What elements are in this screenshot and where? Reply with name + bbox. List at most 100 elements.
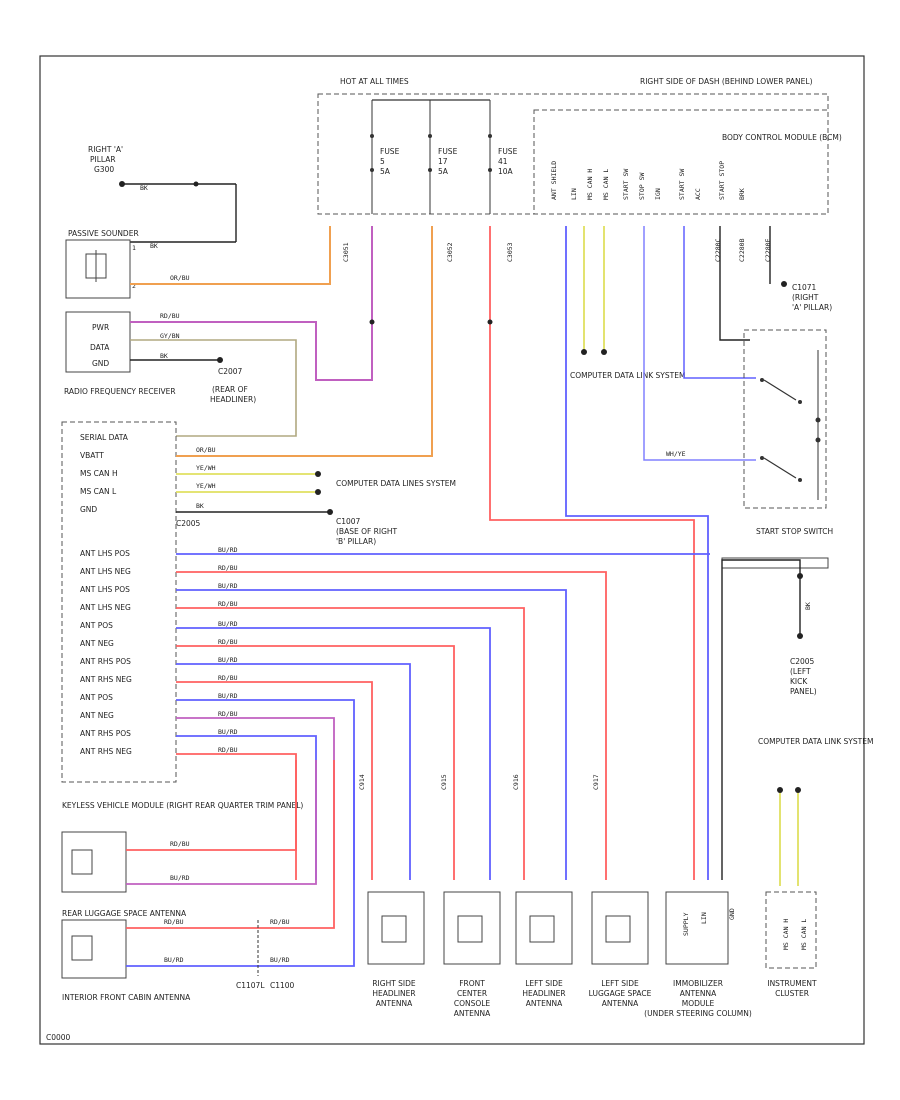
svg-text:FUSE: FUSE <box>380 147 400 156</box>
fusebox-connector-3: C3053 <box>506 242 514 262</box>
svg-text:2: 2 <box>132 282 136 290</box>
svg-text:FUSE: FUSE <box>498 147 518 156</box>
svg-text:5A: 5A <box>380 167 391 176</box>
svg-text:ANT POS: ANT POS <box>80 693 113 702</box>
svg-text:MS CAN L: MS CAN L <box>80 487 117 496</box>
svg-text:ANT RHS NEG: ANT RHS NEG <box>80 747 132 756</box>
svg-text:RADIO FREQUENCY RECEIVER: RADIO FREQUENCY RECEIVER <box>64 387 176 396</box>
svg-text:'A' PILLAR): 'A' PILLAR) <box>792 303 832 312</box>
antenna-connector-labels: C914 C915 C916 C917 <box>358 774 600 790</box>
wire-orange-kvm-vbatt <box>176 226 433 457</box>
c2005-label: C2005 <box>790 657 815 666</box>
fuse-41: FUSE 41 10A <box>488 100 518 214</box>
svg-text:IGN: IGN <box>654 188 662 200</box>
svg-text:RD/BU: RD/BU <box>218 674 238 682</box>
bcm-connector-2: C2280B <box>738 238 746 262</box>
bcm-connector-3: C2280E <box>764 238 772 262</box>
diagram-frame <box>39 55 865 1045</box>
svg-text:GY/BN: GY/BN <box>160 332 180 340</box>
svg-text:HEADLINER: HEADLINER <box>522 989 565 998</box>
svg-text:ANTENNA: ANTENNA <box>602 999 639 1008</box>
svg-text:ANT LHS POS: ANT LHS POS <box>80 549 130 558</box>
wire-blue-bcm-lin <box>565 226 709 880</box>
svg-text:BU/RD: BU/RD <box>164 956 184 964</box>
rear-quarter-antenna: RD/BU BU/RD <box>61 760 317 893</box>
svg-text:FUSE: FUSE <box>438 147 458 156</box>
svg-text:RIGHT 'A': RIGHT 'A' <box>88 145 123 154</box>
svg-text:START SW: START SW <box>678 169 686 200</box>
svg-text:ANTENNA: ANTENNA <box>376 999 413 1008</box>
svg-text:SERIAL DATA: SERIAL DATA <box>80 433 129 442</box>
wire-black-c2005 <box>721 559 801 880</box>
fusebox-connector-1: C3051 <box>342 242 350 262</box>
fusebox-title: HOT AT ALL TIMES <box>340 77 409 86</box>
svg-text:C916: C916 <box>512 774 520 790</box>
svg-text:ANT RHS POS: ANT RHS POS <box>80 729 131 738</box>
svg-text:MS CAN H: MS CAN H <box>586 169 594 200</box>
antenna-left-side-headliner: LEFT SIDE HEADLINER ANTENNA <box>515 891 573 1008</box>
wire-blue-stopsw <box>683 226 756 379</box>
svg-text:ANT POS: ANT POS <box>80 621 113 630</box>
kvm-pin-labels: SERIAL DATA VBATT MS CAN H MS CAN L GND … <box>80 433 201 756</box>
svg-text:COMPUTER DATA LINES SYSTEM: COMPUTER DATA LINES SYSTEM <box>336 479 456 488</box>
svg-text:MS CAN H: MS CAN H <box>80 469 118 478</box>
svg-text:LEFT SIDE: LEFT SIDE <box>525 979 563 988</box>
svg-text:GND: GND <box>80 505 97 514</box>
svg-text:GND: GND <box>92 359 109 368</box>
bcm-pin-labels: ANT SHIELD LIN MS CAN H MS CAN L START S… <box>550 161 746 200</box>
bcm-connector-1: C2280C <box>714 238 722 262</box>
svg-text:ANT RHS NEG: ANT RHS NEG <box>80 675 132 684</box>
fuse-5: FUSE 5 5A <box>370 100 400 214</box>
front-cabin-antenna: RD/BU BU/RD RD/BU BU/RD <box>61 760 355 979</box>
svg-text:ANTENNA: ANTENNA <box>526 999 563 1008</box>
start-stop-switch-contacts <box>760 350 821 500</box>
svg-text:C1007: C1007 <box>336 517 361 526</box>
svg-text:YE/WH: YE/WH <box>196 464 216 472</box>
svg-text:5A: 5A <box>438 167 449 176</box>
svg-text:PASSIVE SOUNDER: PASSIVE SOUNDER <box>68 229 139 238</box>
svg-text:START SW: START SW <box>622 169 630 200</box>
figure-code: C0000 <box>46 1033 71 1042</box>
inline-connector-2: C1100 <box>270 981 295 990</box>
svg-text:OR/BU: OR/BU <box>170 274 190 282</box>
svg-text:C917: C917 <box>592 774 600 790</box>
svg-text:ANTENNA: ANTENNA <box>680 989 717 998</box>
bcm-outline <box>533 109 829 215</box>
svg-text:BK: BK <box>804 602 812 610</box>
start-stop-outline <box>743 329 827 509</box>
svg-text:INSTRUMENT: INSTRUMENT <box>767 979 817 988</box>
wire-red-fuse41 <box>489 226 695 880</box>
svg-text:FRONT: FRONT <box>459 979 485 988</box>
svg-text:ANT LHS NEG: ANT LHS NEG <box>80 567 131 576</box>
svg-text:ANTENNA: ANTENNA <box>454 1009 491 1018</box>
svg-text:1: 1 <box>132 244 136 252</box>
svg-text:YE/WH: YE/WH <box>196 482 216 490</box>
svg-text:BU/RD: BU/RD <box>218 692 238 700</box>
wire-black-bcm-acc <box>719 226 750 341</box>
antenna-left-side-luggage: LEFT SIDE LUGGAGE SPACE ANTENNA <box>589 891 652 1008</box>
svg-text:LUGGAGE SPACE: LUGGAGE SPACE <box>589 989 652 998</box>
ground-g300: RIGHT 'A' PILLAR G300 BK BK <box>88 145 237 250</box>
instrument-cluster: MS CAN H MS CAN L INSTRUMENT CLUSTER <box>765 891 817 998</box>
svg-text:ANT NEG: ANT NEG <box>80 639 114 648</box>
svg-text:LEFT SIDE: LEFT SIDE <box>601 979 639 988</box>
svg-text:(BASE OF RIGHT: (BASE OF RIGHT <box>336 527 398 536</box>
svg-text:KICK: KICK <box>790 677 808 686</box>
svg-text:MS CAN L: MS CAN L <box>800 919 808 950</box>
passive-sounder: PASSIVE SOUNDER 1 2 <box>65 229 139 299</box>
svg-text:RD/BU: RD/BU <box>218 746 238 754</box>
svg-text:DATA: DATA <box>90 343 110 352</box>
antenna-wires <box>176 553 710 880</box>
antenna-wire-labels: BU/RD RD/BU BU/RD RD/BU BU/RD RD/BU BU/R… <box>218 546 238 754</box>
svg-text:BU/RD: BU/RD <box>218 620 238 628</box>
svg-text:RD/BU: RD/BU <box>218 600 238 608</box>
rear-luggage-antenna-name: REAR LUGGAGE SPACE ANTENNA <box>62 909 187 918</box>
kvm-outline <box>61 421 177 783</box>
svg-text:(REAR OF: (REAR OF <box>212 385 248 394</box>
wire-gray-rf-data <box>130 339 297 437</box>
svg-text:HEADLINER: HEADLINER <box>372 989 415 998</box>
svg-text:BK: BK <box>160 352 168 360</box>
antenna-front-center-console: FRONT CENTER CONSOLE ANTENNA <box>443 891 501 1018</box>
svg-text:RIGHT SIDE: RIGHT SIDE <box>372 979 416 988</box>
